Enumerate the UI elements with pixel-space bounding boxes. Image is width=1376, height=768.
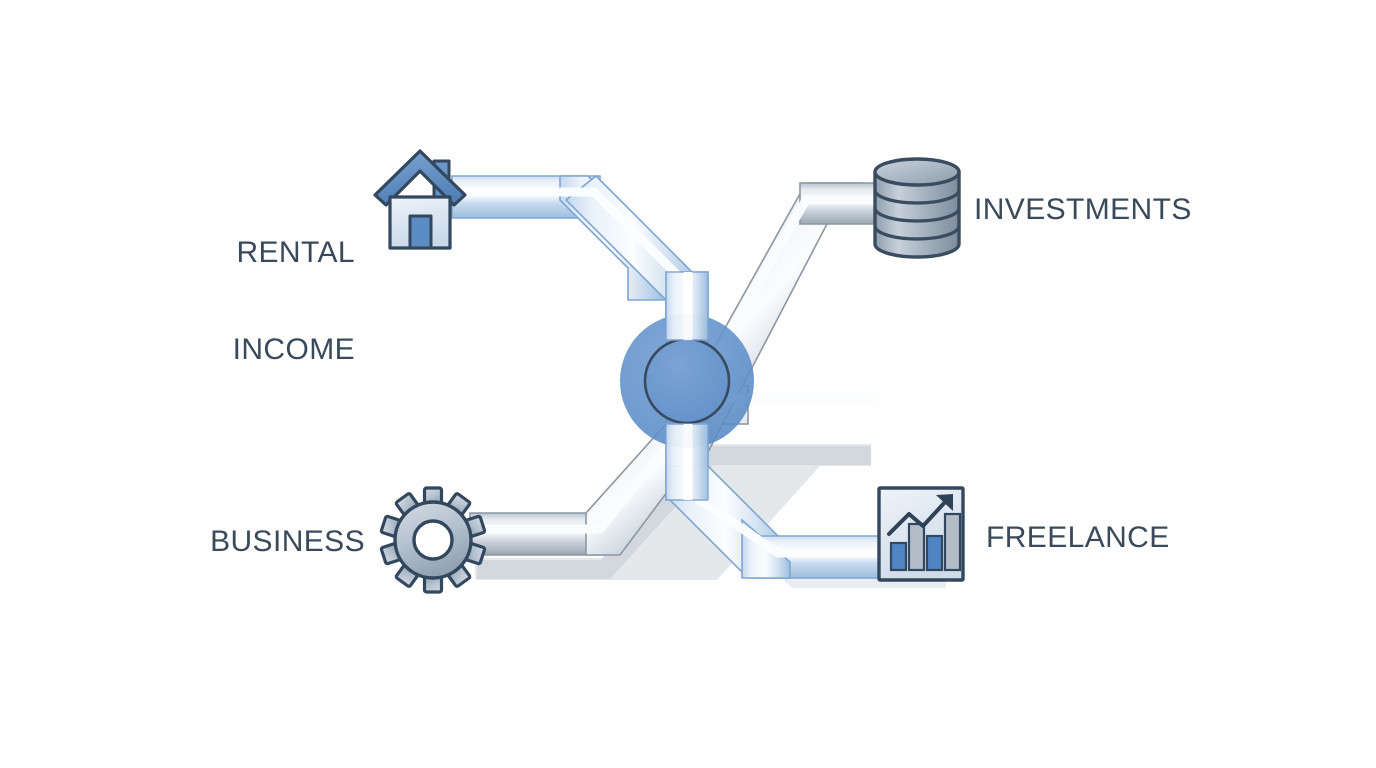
node-label-rental-income: RENTAL INCOME — [150, 172, 355, 431]
node-label-investments: INVESTMENTS — [974, 193, 1192, 226]
central-hub[interactable] — [620, 314, 754, 448]
house-icon[interactable] — [373, 149, 467, 250]
bar-chart-growth-icon[interactable] — [877, 486, 965, 582]
node-label-business: BUSINESS — [210, 525, 365, 558]
node-label-freelance: FREELANCE — [986, 521, 1170, 554]
gear-icon[interactable] — [379, 486, 487, 594]
database-stack-icon[interactable] — [873, 157, 961, 259]
pipe-over-hub-highlight — [665, 271, 709, 501]
node-label-rental-income-line1: RENTAL — [236, 235, 355, 269]
node-label-rental-income-line2: INCOME — [232, 332, 355, 366]
